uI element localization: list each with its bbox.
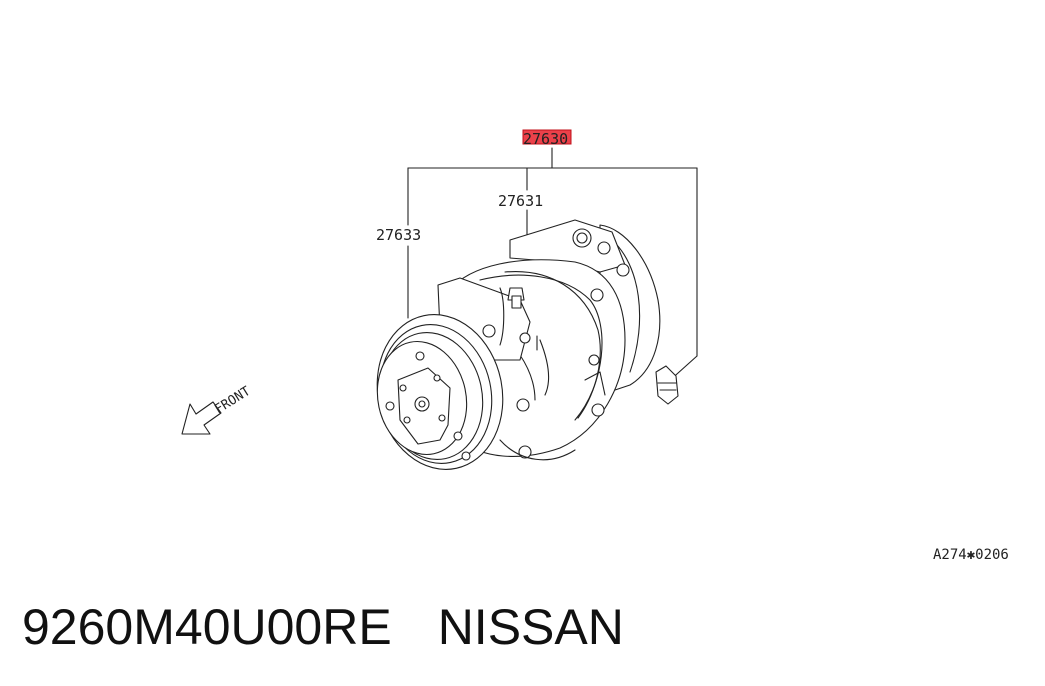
callout-27633[interactable]: 27633 bbox=[376, 226, 421, 244]
front-direction-arrow: FRONT bbox=[181, 384, 253, 435]
part-caption: 9260M40U00RE NISSAN bbox=[22, 598, 624, 656]
callout-27631[interactable]: 27631 bbox=[498, 192, 543, 210]
leader-lines bbox=[407, 147, 698, 383]
compressor-drawing bbox=[376, 219, 679, 470]
figure-code: A274✱0206 bbox=[933, 547, 1009, 563]
callout-27630[interactable]: 27630 bbox=[523, 130, 568, 148]
front-label: FRONT bbox=[212, 384, 253, 418]
part-number: 9260M40U00RE bbox=[22, 599, 392, 655]
highlight-box bbox=[522, 129, 572, 145]
brand-name: NISSAN bbox=[437, 599, 624, 655]
